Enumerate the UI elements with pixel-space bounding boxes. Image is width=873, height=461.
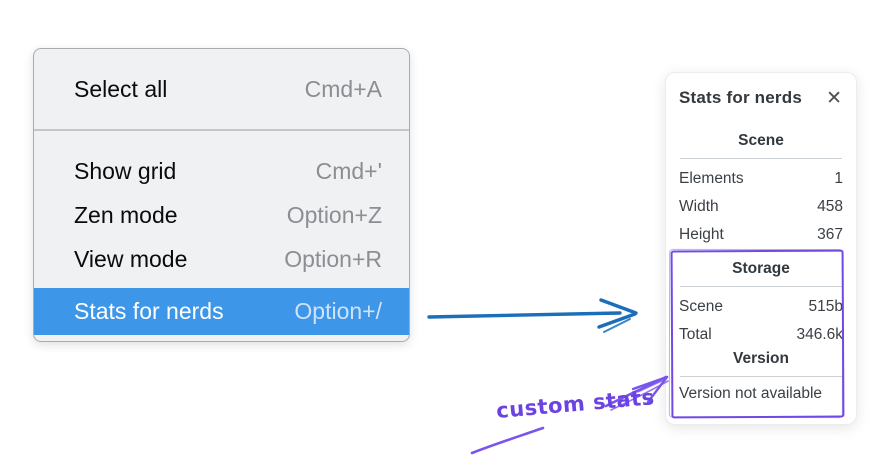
- stat-value: 515b: [808, 298, 843, 315]
- close-icon[interactable]: ✕: [826, 87, 842, 109]
- menu-item-select-all[interactable]: Select all Cmd+A: [34, 49, 409, 129]
- blue-arrow: [427, 298, 638, 333]
- section-divider: [680, 376, 842, 377]
- menu-item-shortcut: Cmd+A: [304, 75, 382, 102]
- menu-item-show-grid[interactable]: Show grid Cmd+': [34, 149, 409, 193]
- stats-panel-title: Stats for nerds: [679, 88, 802, 107]
- storage-rows: Scene 515b Total 346.6k: [679, 287, 843, 349]
- stat-row-width: Width 458: [679, 193, 843, 221]
- scene-rows: Elements 1 Width 458 Height 367: [679, 159, 843, 249]
- menu-item-zen-mode[interactable]: Zen mode Option+Z: [34, 193, 409, 237]
- stat-label: Height: [679, 226, 724, 243]
- menu-item-stats-for-nerds[interactable]: Stats for nerds Option+/: [34, 288, 409, 335]
- stat-value: 458: [817, 198, 843, 215]
- menu-item-shortcut: Option+Z: [286, 201, 382, 228]
- menu-item-shortcut: Cmd+': [315, 157, 382, 184]
- menu-item-shortcut: Option+/: [294, 298, 382, 324]
- section-heading-storage: Storage: [732, 260, 790, 277]
- menu-group: Show grid Cmd+' Zen mode Option+Z View m…: [34, 131, 409, 335]
- stat-row-scene-size: Scene 515b: [679, 293, 843, 321]
- stat-value: 346.6k: [796, 326, 843, 343]
- stat-value: 367: [817, 226, 843, 243]
- stat-row-height: Height 367: [679, 221, 843, 249]
- stat-row-total-size: Total 346.6k: [679, 321, 843, 349]
- stat-label: Total: [679, 326, 712, 343]
- context-menu: Select all Cmd+A Show grid Cmd+' Zen mod…: [33, 48, 410, 342]
- stat-label: Scene: [679, 298, 723, 315]
- section-divider: [680, 158, 842, 159]
- section-heading-version: Version: [733, 350, 789, 367]
- version-note: Version not available: [679, 385, 823, 402]
- menu-item-label: View mode: [74, 245, 188, 272]
- stats-panel-header: Stats for nerds ✕: [679, 73, 843, 110]
- menu-item-shortcut: Option+R: [284, 245, 382, 272]
- menu-item-view-mode[interactable]: View mode Option+R: [34, 237, 409, 281]
- menu-item-label: Stats for nerds: [74, 298, 224, 324]
- stats-panel: Stats for nerds ✕ Scene Elements 1 Width…: [665, 72, 857, 425]
- menu-divider: [34, 129, 409, 131]
- stat-label: Width: [679, 198, 719, 215]
- custom-stats-label: custom stats: [495, 385, 656, 423]
- menu-item-label: Show grid: [74, 157, 177, 184]
- stat-label: Elements: [679, 170, 744, 187]
- stat-value: 1: [834, 170, 843, 187]
- section-heading-scene: Scene: [738, 132, 784, 149]
- stat-row-elements: Elements 1: [679, 165, 843, 193]
- menu-item-label: Zen mode: [74, 201, 178, 228]
- section-divider: [680, 286, 842, 287]
- menu-item-label: Select all: [74, 75, 168, 102]
